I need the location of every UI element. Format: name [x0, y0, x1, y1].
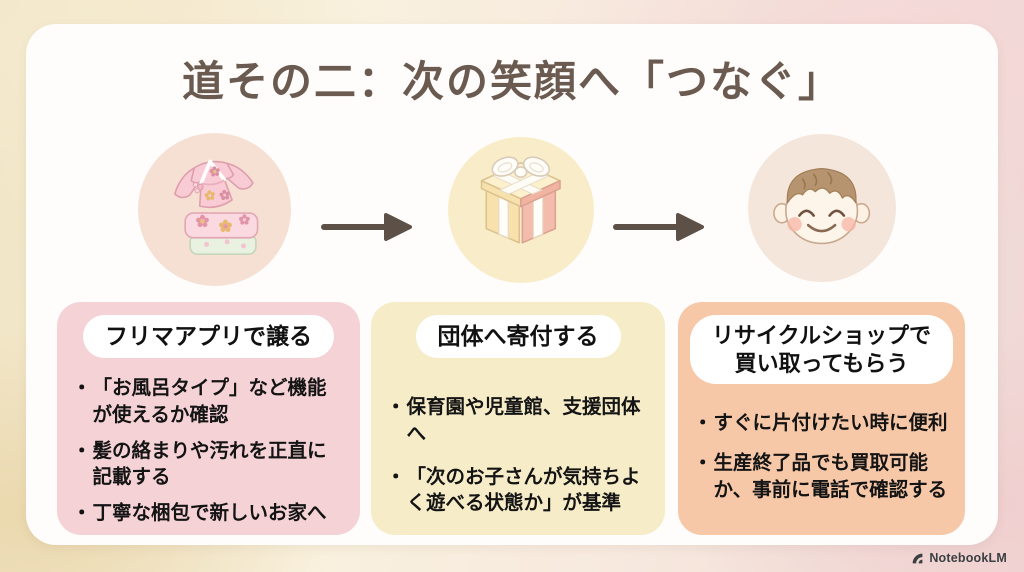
bullet-text: すぐに片付けたい時に便利: [713, 412, 948, 434]
bullet-item: 「お風呂タイプ」など機能が使えるか確認: [72, 375, 345, 429]
bullet-text: 生産終了品でも買取可能か、事前に電話で確認する: [713, 451, 948, 501]
bullet-text: 「次のお子さんが気持ちよく遊べる状態か」が基準: [406, 465, 641, 515]
step-circle-smiling-baby: [748, 134, 896, 282]
notebooklm-label: NotebookLM: [929, 551, 1007, 565]
smiling-baby-icon: [773, 168, 871, 245]
card-header-text: 団体へ寄付する: [437, 323, 599, 349]
bullet-item: 生産終了品でも買取可能か、事前に電話で確認する: [693, 450, 950, 504]
step-circle-gift-box: [448, 137, 594, 283]
card-header-pill: リサイクルショップで 買い取ってもらう: [690, 315, 953, 384]
baby-clothes-icon: [173, 159, 259, 255]
card-flea-market-app: フリマアプリで譲る 「お風呂タイプ」など機能が使えるか確認 髪の絡まりや汚れを正…: [57, 302, 360, 535]
bullet-item: 丁寧な梱包で新しいお家へ: [72, 500, 345, 527]
gift-box-icon: [480, 156, 562, 244]
card-header-text: リサイクルショップで 買い取ってもらう: [712, 323, 931, 376]
bullet-item: 保育園や児童館、支援団体へ: [386, 394, 650, 448]
bullet-item: 「次のお子さんが気持ちよく遊べる状態か」が基準: [386, 464, 650, 518]
arrow-right-icon: [613, 213, 704, 241]
card-donate-to-organization: 団体へ寄付する 保育園や児童館、支援団体へ 「次のお子さんが気持ちよく遊べる状態…: [371, 302, 665, 535]
bullet-list: 保育園や児童館、支援団体へ 「次のお子さんが気持ちよく遊べる状態か」が基準: [371, 394, 665, 534]
notebooklm-badge: NotebookLM: [911, 551, 1007, 565]
bullet-item: すぐに片付けたい時に便利: [693, 410, 950, 437]
slide-card: 道その二：次の笑顔へ「つなぐ」: [26, 24, 998, 545]
bullet-list: 「お風呂タイプ」など機能が使えるか確認 髪の絡まりや汚れを正直に記載する 丁寧な…: [57, 375, 360, 537]
bullet-list: すぐに片付けたい時に便利 生産終了品でも買取可能か、事前に電話で確認する: [678, 410, 965, 517]
bullet-item: 髪の絡まりや汚れを正直に記載する: [72, 438, 345, 492]
slide-title: 道その二：次の笑顔へ「つなぐ」: [181, 58, 842, 105]
card-header-pill: 団体へ寄付する: [415, 315, 621, 358]
bullet-text: 「お風呂タイプ」など機能が使えるか確認: [92, 376, 327, 426]
card-recycle-shop: リサイクルショップで 買い取ってもらう すぐに片付けたい時に便利 生産終了品でも…: [678, 302, 965, 535]
notebooklm-logo-icon: [912, 553, 923, 563]
step-circle-baby-clothes: [138, 133, 291, 286]
card-header-text: フリマアプリで譲る: [105, 323, 312, 349]
card-header-pill: フリマアプリで譲る: [83, 315, 334, 358]
bullet-text: 保育園や児童館、支援団体へ: [406, 395, 641, 445]
bullet-text: 丁寧な梱包で新しいお家へ: [92, 502, 327, 525]
arrow-right-icon: [321, 213, 412, 241]
bullet-text: 髪の絡まりや汚れを正直に記載する: [92, 439, 327, 489]
